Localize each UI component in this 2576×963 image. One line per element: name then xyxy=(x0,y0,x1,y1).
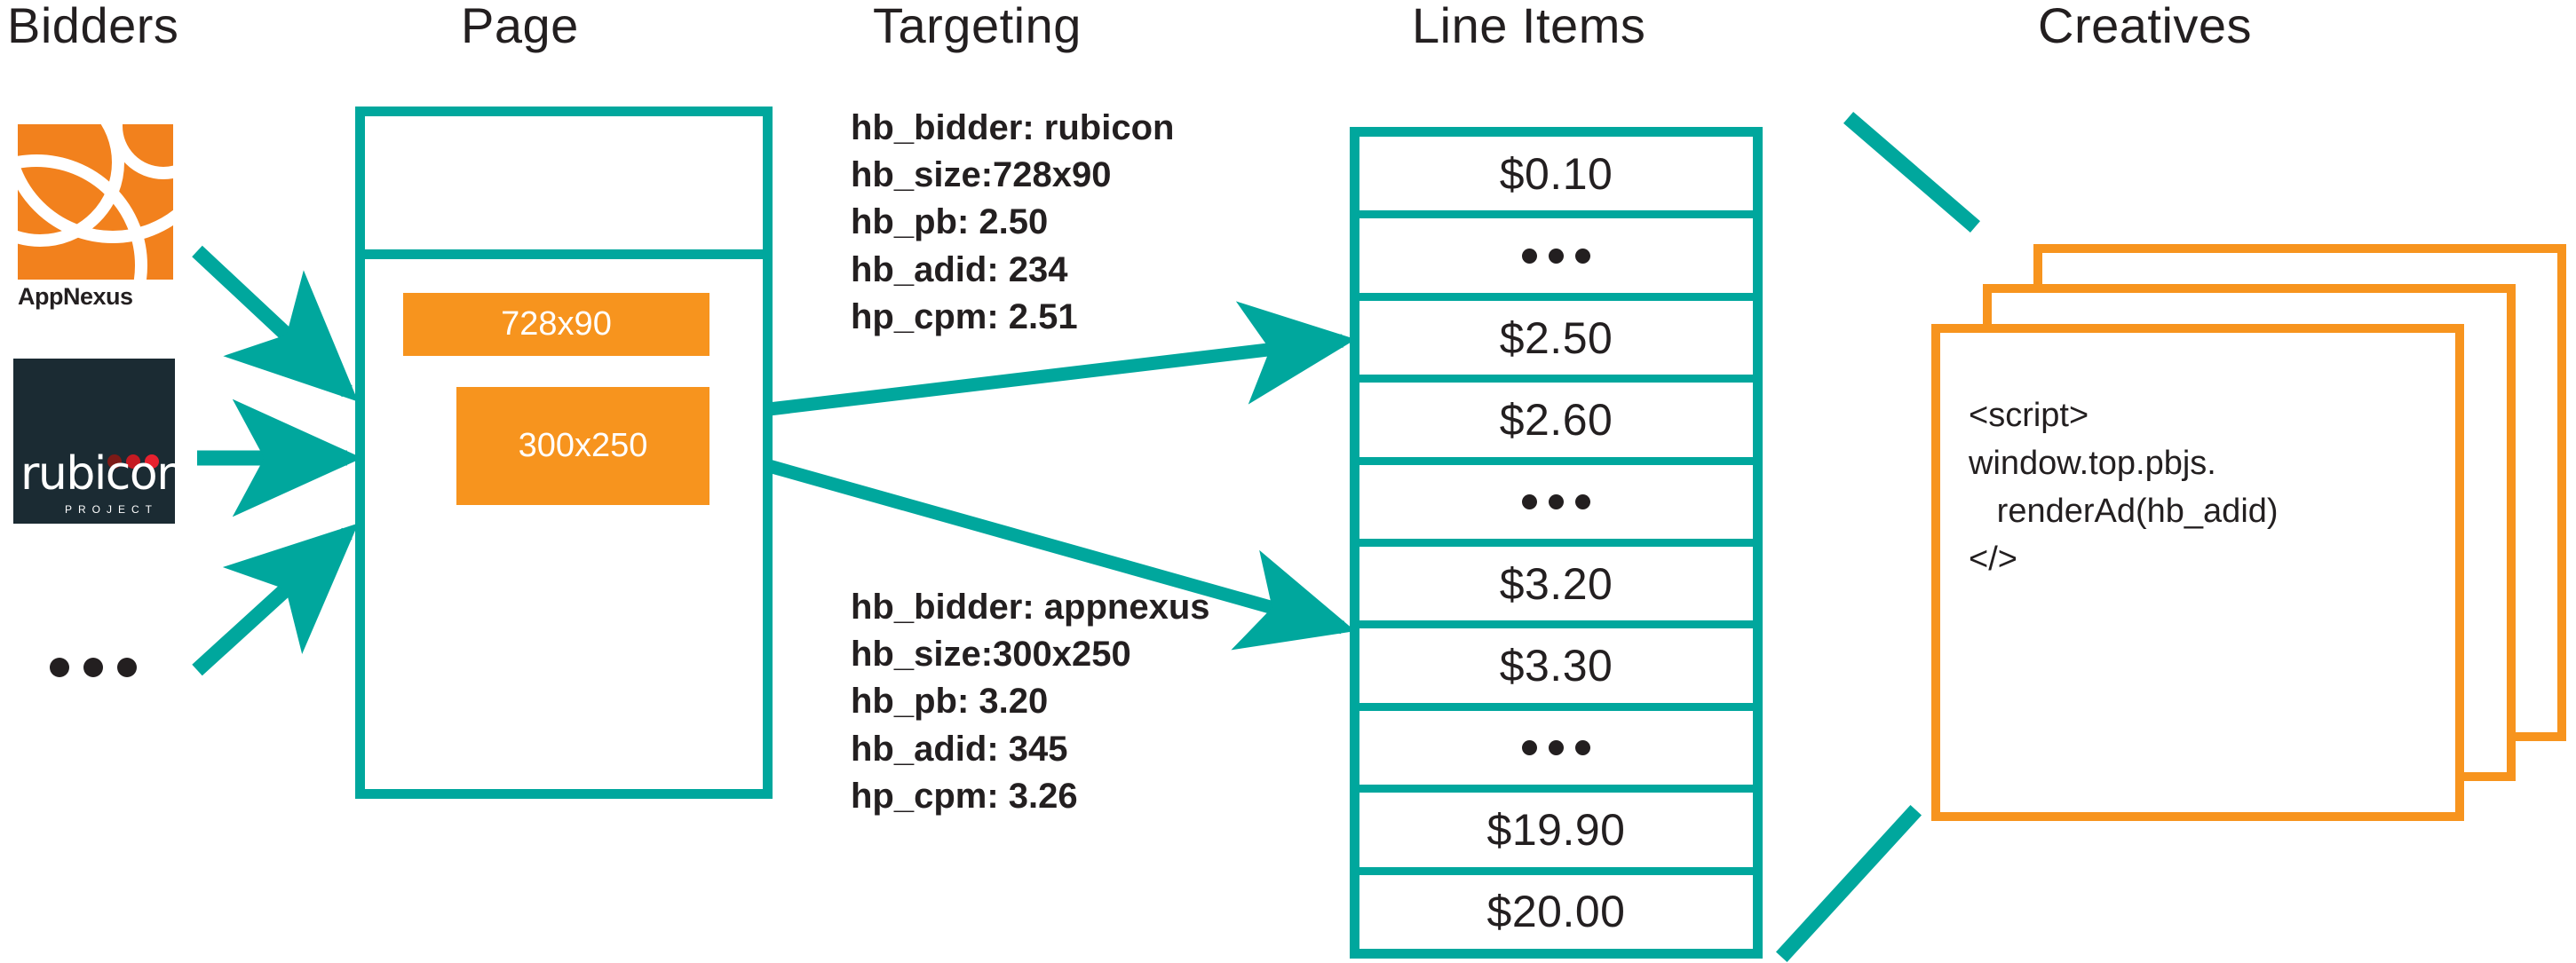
line-items-box: $0.10 $2.50 $2.60 $3.20 $3.30 $19.90 $20.00 xyxy=(1350,127,1763,959)
arrow-page-to-line-item-250 xyxy=(768,301,1356,416)
connector-line-items-to-creatives-top xyxy=(1843,112,1980,233)
bidder-rubicon[interactable]: rubicon PROJECT xyxy=(13,359,175,524)
ad-slot-728x90[interactable]: 728x90 xyxy=(403,293,709,356)
line-item-row[interactable]: $2.50 xyxy=(1359,301,1753,383)
column-heading-page: Page xyxy=(461,0,579,53)
arrow-appnexus-to-page xyxy=(192,245,359,402)
line-item-value: $2.60 xyxy=(1499,394,1613,445)
column-heading-targeting: Targeting xyxy=(873,0,1082,53)
line-item-row[interactable]: $20.00 xyxy=(1359,875,1753,949)
ad-slot-300x250[interactable]: 300x250 xyxy=(456,387,709,505)
rubicon-wordmark: rubicon xyxy=(20,447,175,501)
column-heading-bidders: Bidders xyxy=(7,0,179,53)
bidder-appnexus[interactable]: AppNexus xyxy=(18,124,173,311)
ad-slot-300x250-label: 300x250 xyxy=(518,427,648,464)
page-header-divider xyxy=(365,249,763,259)
line-item-row[interactable]: $19.90 xyxy=(1359,793,1753,875)
line-item-ellipsis xyxy=(1522,248,1590,264)
bidders-more-ellipsis xyxy=(50,658,137,677)
arrow-other-bidders-to-page xyxy=(192,523,359,676)
creative-card-front[interactable]: <script> window.top.pbjs. renderAd(hb_ad… xyxy=(1931,324,2464,821)
appnexus-logo-icon xyxy=(18,124,173,280)
line-item-row[interactable] xyxy=(1359,218,1753,301)
line-item-row[interactable] xyxy=(1359,465,1753,548)
connector-line-items-to-creatives-bottom xyxy=(1775,804,1922,963)
line-item-value: $2.50 xyxy=(1499,312,1613,363)
line-item-value: $19.90 xyxy=(1486,804,1626,855)
column-heading-creatives: Creatives xyxy=(2038,0,2253,53)
line-item-value: $3.20 xyxy=(1499,558,1613,609)
line-item-ellipsis xyxy=(1522,493,1590,509)
ad-slot-728x90-label: 728x90 xyxy=(501,305,612,343)
line-item-value: $3.30 xyxy=(1499,641,1613,691)
creative-code-snippet: <script> window.top.pbjs. renderAd(hb_ad… xyxy=(1969,397,2279,578)
appnexus-logo-label: AppNexus xyxy=(18,283,133,310)
line-item-row[interactable] xyxy=(1359,711,1753,793)
targeting-block-appnexus: hb_bidder: appnexus hb_size:300x250 hb_p… xyxy=(851,588,1210,816)
rubicon-dots-icon xyxy=(103,454,159,473)
line-item-value: $20.00 xyxy=(1486,887,1626,937)
line-item-ellipsis xyxy=(1522,740,1590,756)
line-item-row[interactable]: $0.10 xyxy=(1359,137,1753,219)
page-box: 728x90 300x250 xyxy=(355,107,773,799)
line-item-value: $0.10 xyxy=(1499,148,1613,199)
line-item-row[interactable]: $3.30 xyxy=(1359,628,1753,711)
rubicon-subtitle: PROJECT xyxy=(65,503,159,516)
line-item-row[interactable]: $2.60 xyxy=(1359,383,1753,465)
targeting-block-rubicon: hb_bidder: rubicon hb_size:728x90 hb_pb:… xyxy=(851,108,1175,336)
column-heading-line-items: Line Items xyxy=(1412,0,1646,53)
line-item-row[interactable]: $3.20 xyxy=(1359,547,1753,629)
